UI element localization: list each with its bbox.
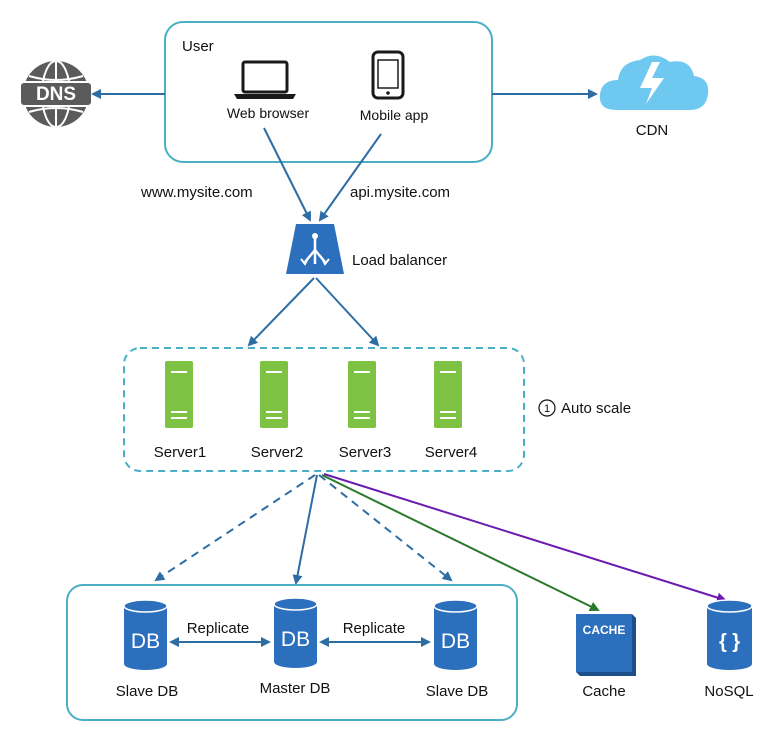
- mobile-app-label: Mobile app: [359, 107, 429, 123]
- user-box: [164, 21, 493, 163]
- arrow-server-to-cache: [321, 474, 600, 611]
- auto-scale-number-circle: [538, 399, 556, 417]
- cache-icon: CACHE: [576, 614, 636, 676]
- arrow-lb-to-servers-left: [247, 277, 315, 347]
- server-label: Server3: [338, 444, 392, 461]
- database-icon: DB: [123, 599, 168, 670]
- web-domain-label: www.mysite.com: [141, 184, 253, 201]
- dns-text: DNS: [36, 84, 76, 105]
- api-domain-label: api.mysite.com: [350, 184, 451, 201]
- server-label: Server2: [250, 444, 304, 461]
- arrow-server-to-nosql: [323, 473, 727, 603]
- server-group-box: [123, 347, 525, 472]
- auto-scale-number: 1: [544, 403, 550, 415]
- cdn-cloud-icon: [599, 55, 709, 110]
- dns-globe-icon: DNS: [19, 60, 93, 128]
- db-icon-text: DB: [281, 628, 310, 651]
- db-icon-text: DB: [441, 630, 470, 653]
- user-box-title: User: [182, 38, 214, 55]
- cdn-label: CDN: [635, 122, 669, 139]
- cache-label: Cache: [582, 683, 626, 700]
- database-icon: DB: [273, 597, 318, 668]
- arrow-lb-to-servers-right: [315, 277, 380, 347]
- master-db-label: Master DB: [259, 680, 331, 697]
- laptop-icon: [234, 60, 296, 99]
- load-balancer-label: Load balancer: [352, 252, 448, 269]
- web-browser-label: Web browser: [226, 105, 310, 121]
- cache-icon-text: CACHE: [583, 623, 626, 637]
- server-label: Server4: [424, 444, 478, 461]
- server-icon: [165, 361, 193, 428]
- db-icon-text: DB: [131, 630, 160, 653]
- mobile-phone-icon: [371, 50, 405, 100]
- load-balancer-icon: [286, 224, 344, 274]
- arrow-server-to-slave-right: [318, 474, 453, 582]
- server-icon: [348, 361, 376, 428]
- database-group-box: [66, 584, 518, 721]
- server-icon: [260, 361, 288, 428]
- nosql-label: NoSQL: [704, 683, 754, 700]
- replicate-label-right: Replicate: [342, 620, 406, 637]
- slave-db-right-label: Slave DB: [425, 683, 489, 700]
- server-label: Server1: [153, 444, 207, 461]
- arrow-server-to-slave-left: [154, 474, 316, 582]
- auto-scale-label: Auto scale: [561, 400, 632, 417]
- nosql-database-icon: { }: [706, 599, 753, 670]
- nosql-icon-text: { }: [719, 631, 740, 653]
- database-icon: DB: [433, 599, 478, 670]
- arrow-web-to-lb: [263, 127, 311, 222]
- arrow-mobile-to-lb: [318, 133, 382, 222]
- slave-db-left-label: Slave DB: [115, 683, 179, 700]
- arrow-server-to-master: [292, 474, 318, 585]
- replicate-label-left: Replicate: [186, 620, 250, 637]
- server-icon: [434, 361, 462, 428]
